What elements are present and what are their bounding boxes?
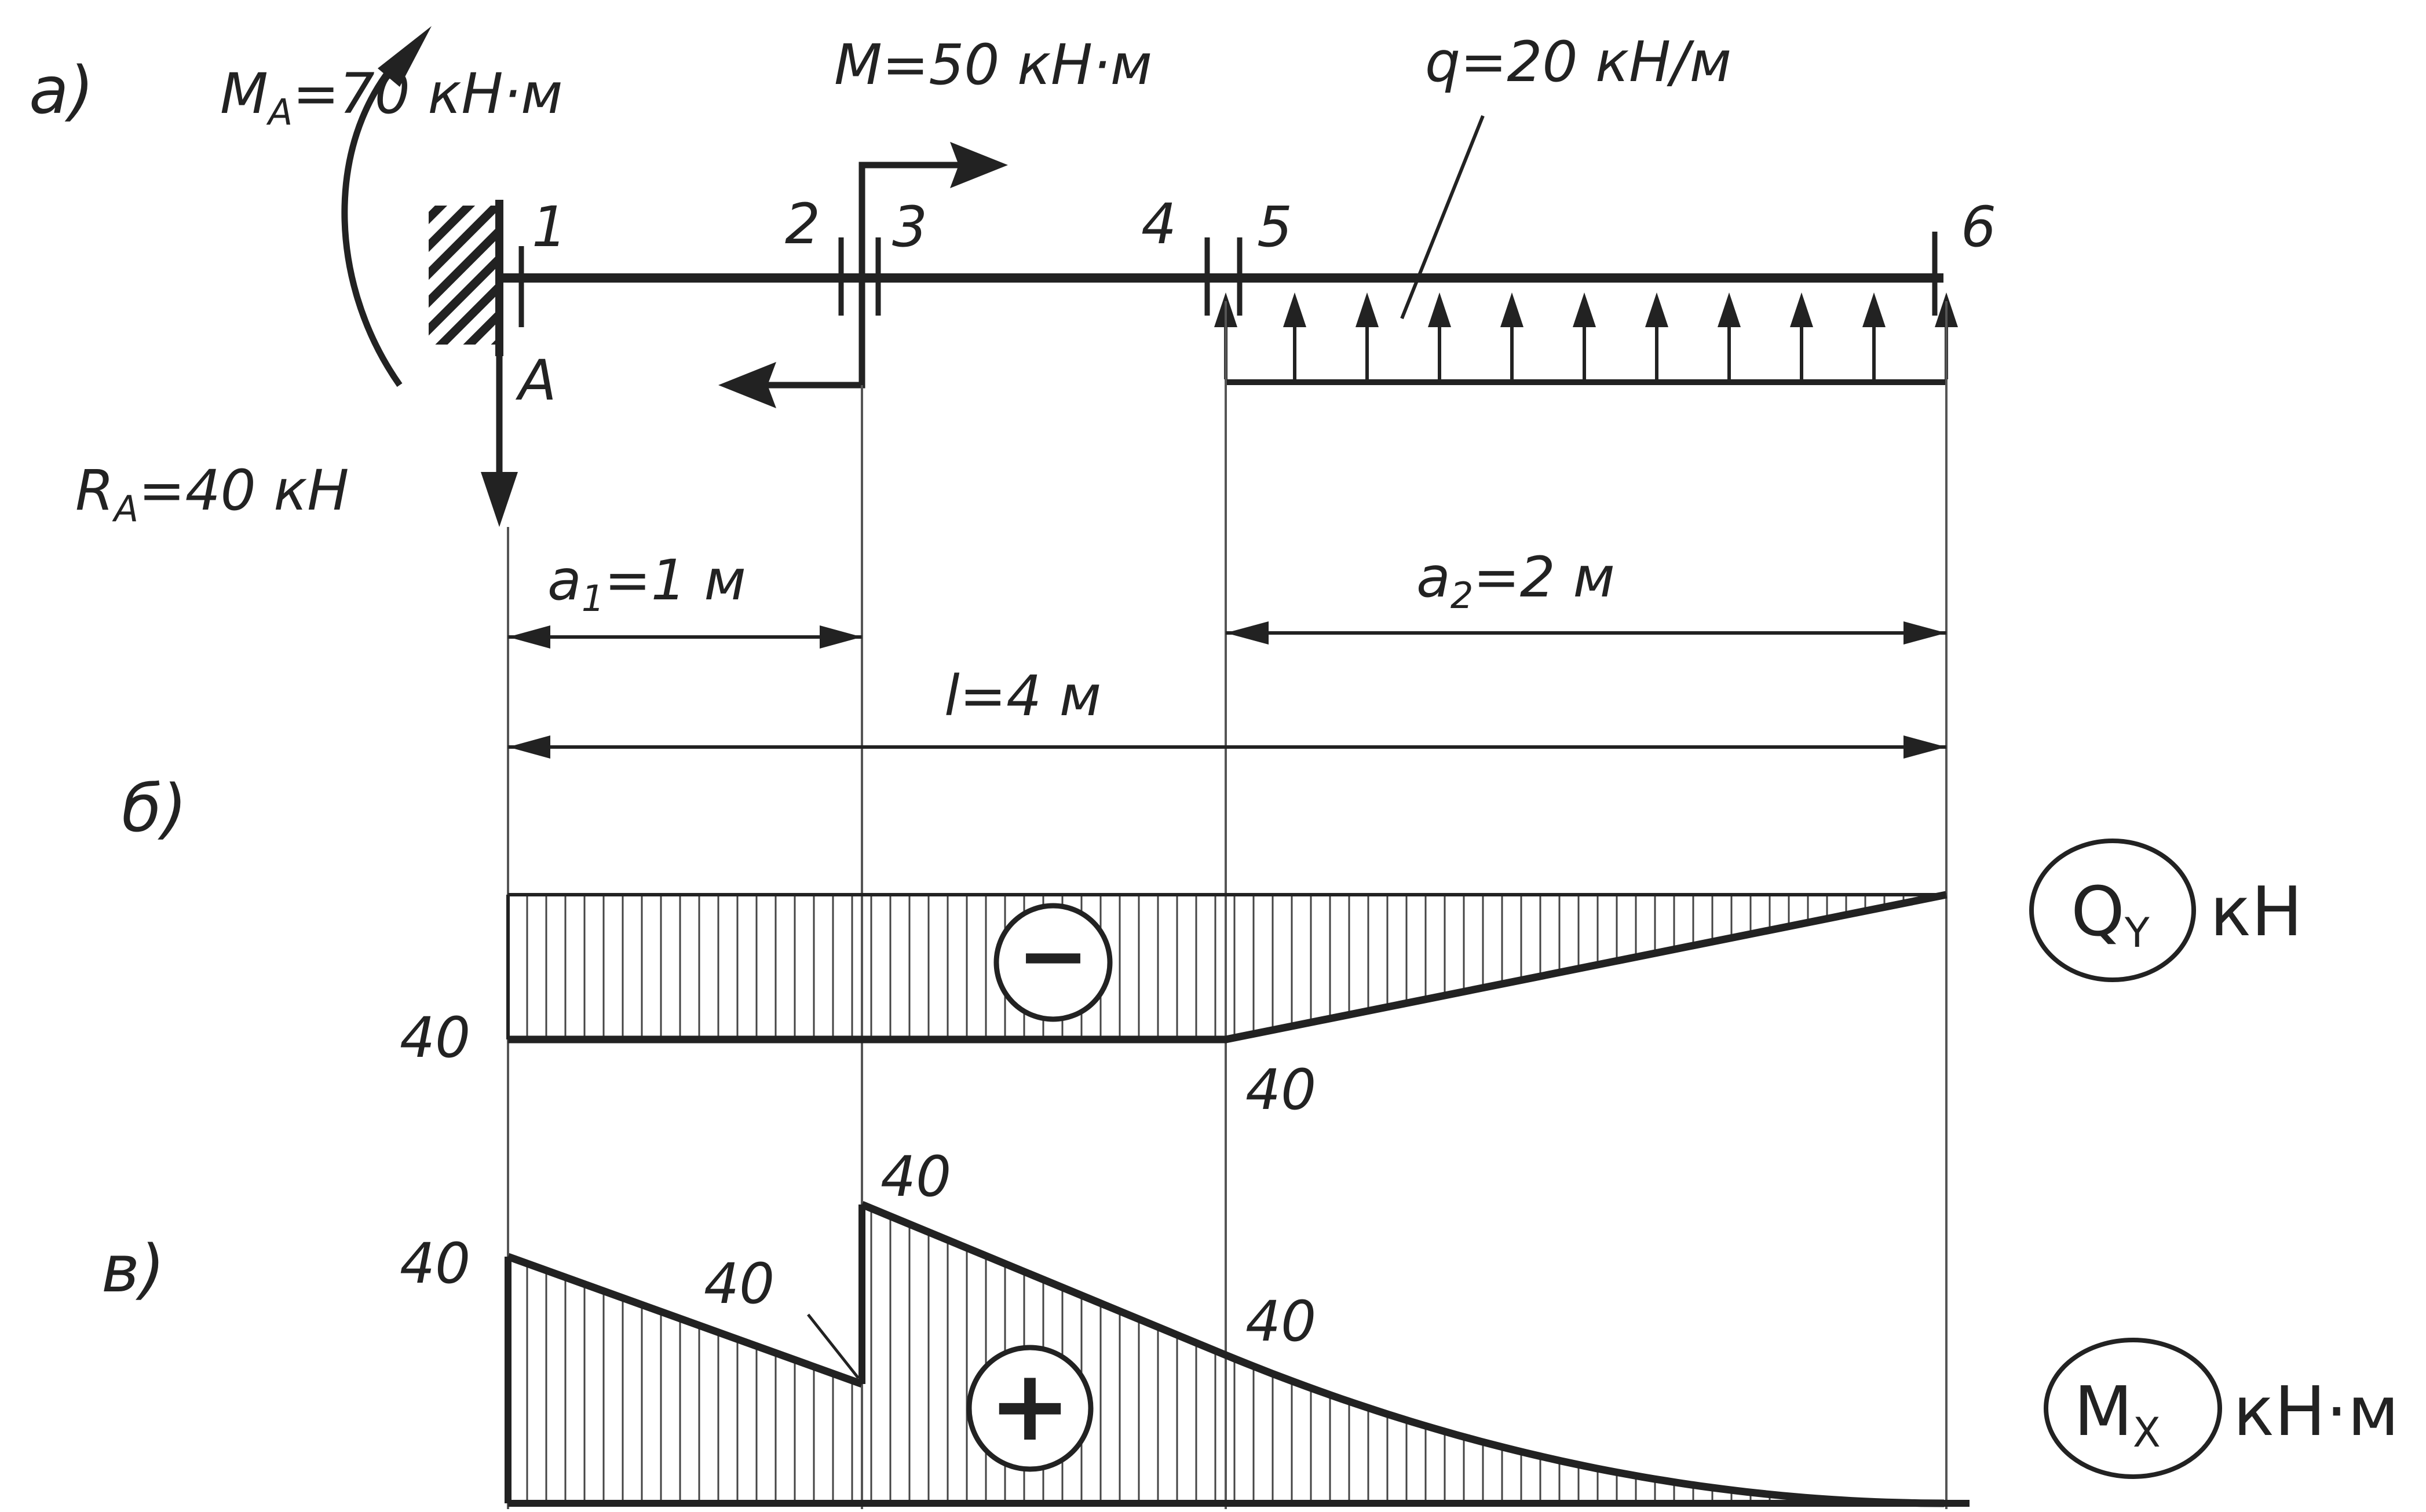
shear-unit: кН: [2210, 872, 2303, 951]
dimension-l: [508, 735, 1946, 759]
dimension-a1: [508, 625, 862, 649]
section-label-4: 4: [1141, 192, 1177, 257]
svg-text:−: −: [1017, 906, 1090, 1006]
distributed-load-arrow: [1645, 292, 1668, 379]
distributed-load-arrow: [1573, 292, 1596, 379]
section-label-3: 3: [892, 195, 927, 259]
distributed-load-arrow: [1500, 292, 1523, 379]
distributed-load-arrow: [1428, 292, 1451, 379]
dimension-a2-label: a2=2 м: [1416, 545, 1615, 617]
moment-value-at-2: 40: [704, 1251, 774, 1316]
moment-caption-oval: [2044, 1338, 2222, 1479]
moment-label: M=50 кН·м: [834, 32, 1152, 97]
shear-subscript: Y: [2124, 909, 2150, 957]
section-label-2: 2: [785, 192, 820, 257]
fixed-support-wall: [429, 206, 497, 345]
distributed-load-label: q=20 кН/м: [1425, 30, 1731, 94]
moment-couple: [759, 162, 967, 389]
support-label: A: [515, 348, 557, 413]
moment-sign-plus: +: [966, 1345, 1094, 1472]
section-label-5: 5: [1257, 195, 1292, 259]
moment-symbol: M: [2074, 1371, 2133, 1451]
moment-value-leader: [807, 1313, 860, 1379]
moment-value-at-4: 40: [1245, 1289, 1316, 1354]
support-moment-arrowhead: [378, 26, 432, 87]
moment-couple-arrowhead-right: [950, 142, 1008, 188]
panel-label-c: в): [101, 1232, 165, 1307]
section-ticks: [518, 232, 1938, 327]
shear-value-left: 40: [400, 1005, 470, 1070]
moment-subscript: X: [2133, 1409, 2161, 1456]
distributed-load-arrow: [1862, 292, 1886, 379]
svg-text:MX: MX: [2074, 1371, 2161, 1456]
svg-text:+: +: [989, 1349, 1071, 1463]
support-moment-label: MA=70 кН·м: [220, 61, 562, 133]
section-label-6: 6: [1961, 195, 1996, 259]
dimension-a1-label: a1=1 м: [547, 548, 746, 620]
support-moment-arrow: [341, 43, 414, 387]
moment-unit: кН·м: [2233, 1371, 2399, 1451]
section-label-1: 1: [532, 195, 567, 259]
distributed-load-arrow: [1790, 292, 1813, 379]
shear-caption-oval: [2029, 839, 2196, 982]
distributed-load-arrow: [1718, 292, 1741, 379]
shear-hatching: [526, 895, 1943, 1039]
distributed-load-arrows: [1214, 292, 1958, 379]
moment-value-at-3: 40: [880, 1144, 951, 1209]
distributed-load-arrow: [1356, 292, 1379, 379]
shear-symbol: Q: [2071, 872, 2125, 951]
panel-label-b: б): [122, 771, 187, 847]
moment-caption: MX кН·м: [2044, 1338, 2399, 1479]
distributed-load-leader: [1400, 115, 1485, 320]
svg-text:QY: QY: [2071, 872, 2150, 957]
reaction-label: RA=40 кН: [75, 458, 349, 530]
moment-value-left: 40: [400, 1231, 470, 1296]
panel-label-a: а): [29, 53, 94, 129]
distributed-load-arrow: [1283, 292, 1306, 379]
moment-couple-arrowhead-left: [718, 362, 776, 408]
shear-graph: [508, 891, 1948, 1044]
dimension-a2: [1226, 621, 1946, 645]
reaction-arrowhead: [481, 472, 518, 527]
shear-value-at-4: 40: [1245, 1057, 1316, 1122]
shear-sign-minus: −: [993, 903, 1113, 1022]
moment-graph: [506, 1200, 1945, 1507]
shear-caption: QY кН: [2029, 839, 2303, 982]
dimension-l-label: l=4 м: [944, 664, 1101, 728]
